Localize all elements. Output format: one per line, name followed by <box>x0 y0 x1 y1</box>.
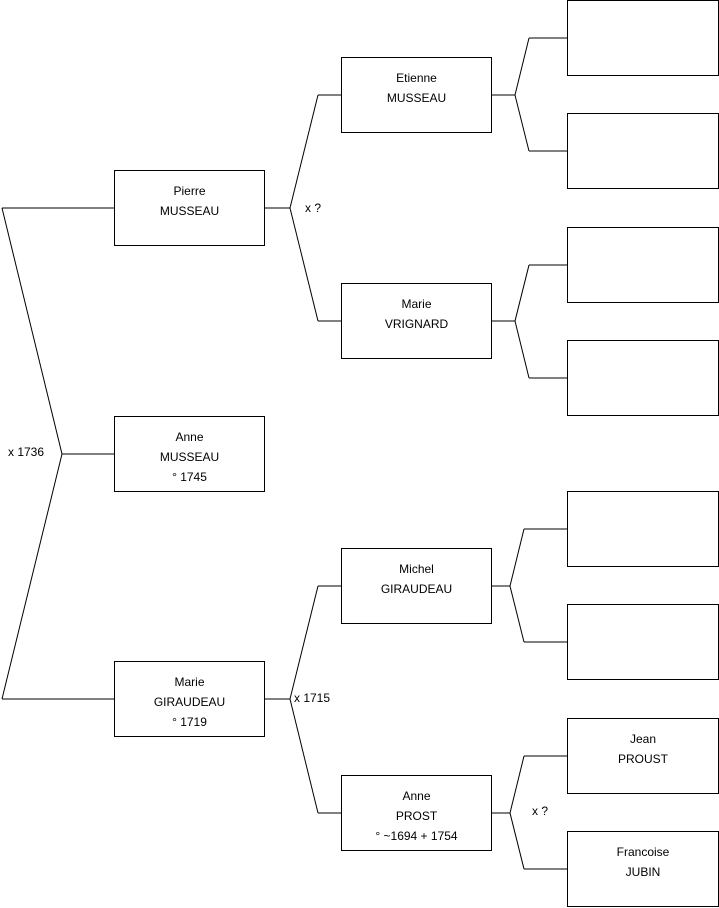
last-name: MUSSEAU <box>386 91 447 105</box>
last-name: GIRAUDEAU <box>153 695 226 709</box>
last-name: PROST <box>395 809 438 823</box>
person-slot-8 <box>567 0 719 76</box>
connector-p7-upper <box>509 755 525 814</box>
marriage-label-pierre: x ? <box>305 201 322 215</box>
last-name: MUSSEAU <box>159 450 220 464</box>
first-name: Marie <box>174 675 205 689</box>
person-francoise-jubin: Francoise JUBIN <box>567 831 719 907</box>
connector-p4-lower <box>514 94 530 152</box>
first-name: Pierre <box>173 184 206 198</box>
connector-root-lower <box>1 453 63 700</box>
life-dates: ° 1719 <box>172 715 207 729</box>
first-name: Jean <box>629 732 657 746</box>
connector-root-upper <box>1 207 63 455</box>
connector-p5-lower <box>514 320 530 379</box>
first-name: Marie <box>401 297 432 311</box>
person-slot-9 <box>567 113 719 189</box>
person-slot-12 <box>567 491 719 567</box>
person-marie-giraudeau: Marie GIRAUDEAU ° 1719 <box>114 661 265 737</box>
person-slot-13 <box>567 604 719 680</box>
first-name: Anne <box>175 430 204 444</box>
marriage-label-anne-prost: x ? <box>532 804 549 818</box>
person-slot-11 <box>567 340 719 416</box>
person-michel-giraudeau: Michel GIRAUDEAU <box>341 548 492 624</box>
first-name: Francoise <box>616 845 670 859</box>
connector-p2-upper <box>289 94 319 209</box>
last-name: PROUST <box>617 752 668 766</box>
person-marie-vrignard: Marie VRIGNARD <box>341 283 492 359</box>
connector-p3-lower <box>289 698 319 814</box>
life-dates: ° 1745 <box>172 470 207 484</box>
first-name: Anne <box>402 789 431 803</box>
connector-p3-upper <box>289 585 319 700</box>
life-dates: ° ~1694 + 1754 <box>375 829 458 843</box>
connector-p5-upper <box>514 264 530 322</box>
connector-p6-lower <box>509 585 525 643</box>
last-name: MUSSEAU <box>159 204 220 218</box>
last-name: GIRAUDEAU <box>380 582 453 596</box>
first-name: Michel <box>399 562 434 576</box>
connector-p7-lower <box>509 812 525 870</box>
person-pierre-musseau: Pierre MUSSEAU <box>114 170 265 246</box>
connector-p2-lower <box>289 207 319 322</box>
first-name: Etienne <box>396 71 437 85</box>
person-etienne-musseau: Etienne MUSSEAU <box>341 57 492 133</box>
last-name: JUBIN <box>625 865 661 879</box>
marriage-label-root: x 1736 <box>8 445 45 459</box>
person-anne-prost: Anne PROST ° ~1694 + 1754 <box>341 775 492 851</box>
marriage-label-marie-giraudeau: x 1715 <box>294 691 331 705</box>
connector-p6-upper <box>509 528 525 587</box>
last-name: VRIGNARD <box>384 317 449 331</box>
person-slot-10 <box>567 227 719 303</box>
person-anne-musseau: Anne MUSSEAU ° 1745 <box>114 416 265 492</box>
connector-p4-upper <box>514 37 530 96</box>
person-jean-proust: Jean PROUST <box>567 718 719 794</box>
